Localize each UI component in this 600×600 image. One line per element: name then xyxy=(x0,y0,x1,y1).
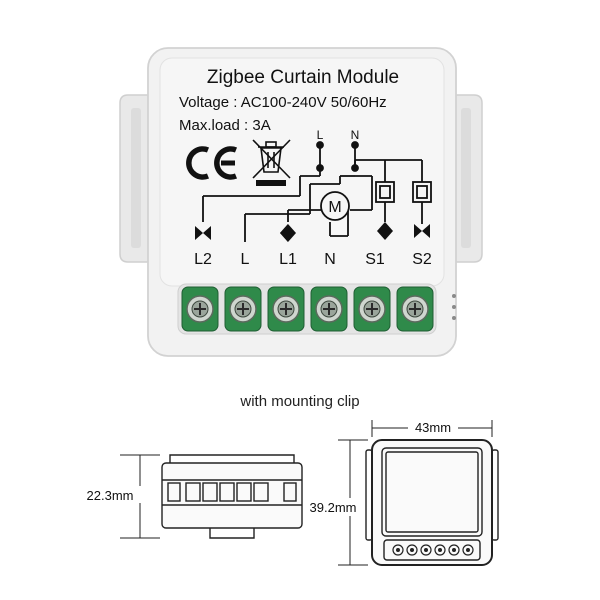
dim-width: 43mm xyxy=(415,420,451,435)
front-terminal xyxy=(462,544,474,556)
terminal-label-n: N xyxy=(324,251,336,268)
front-terminal-screw xyxy=(452,548,456,552)
top-terminal-n: N xyxy=(351,128,360,142)
terminal-label-l1: L1 xyxy=(279,251,297,268)
motor-symbol: M xyxy=(328,199,341,216)
terminal-label-s2: S2 xyxy=(412,251,432,268)
front-terminal xyxy=(406,544,418,556)
screw-terminals xyxy=(181,286,434,332)
front-terminal-screw xyxy=(396,548,400,552)
terminal-labels: L2 L L1 N S1 S2 xyxy=(194,251,432,268)
ce-mark-icon xyxy=(186,146,238,180)
terminal-label-s1: S1 xyxy=(365,251,385,268)
screw-terminal xyxy=(310,286,348,332)
dim-front-height: 39.2mm xyxy=(310,500,357,515)
front-terminal-screw xyxy=(438,548,442,552)
screw-terminal xyxy=(267,286,305,332)
terminal-label-l: L xyxy=(241,251,250,268)
screw-terminal xyxy=(353,286,391,332)
screw-terminal xyxy=(181,286,219,332)
front-terminal xyxy=(448,544,460,556)
voltage-label: Voltage : AC100-240V 50/60Hz xyxy=(179,94,387,111)
front-terminal-screw xyxy=(466,548,470,552)
dim-side-height: 22.3mm xyxy=(87,488,134,503)
front-terminal xyxy=(392,544,404,556)
screw-terminal xyxy=(396,286,434,332)
caption-mounting-clip: with mounting clip xyxy=(240,393,360,410)
max-load-label: Max.load : 3A xyxy=(179,117,271,134)
front-view-terminals xyxy=(392,544,474,556)
terminal-arrows xyxy=(195,222,430,242)
terminal-label-l2: L2 xyxy=(194,251,212,268)
screw-terminal xyxy=(224,286,262,332)
module-housing xyxy=(119,47,483,357)
side-view-drawing xyxy=(120,454,303,539)
front-terminal-screw xyxy=(410,548,414,552)
front-terminal-screw xyxy=(424,548,428,552)
module-title: Zigbee Curtain Module xyxy=(207,67,399,88)
front-terminal xyxy=(434,544,446,556)
wiring-diagram xyxy=(202,141,432,242)
weee-bin-icon xyxy=(252,139,291,186)
top-terminal-l: L xyxy=(317,128,324,142)
front-view-drawing xyxy=(338,420,499,566)
front-terminal xyxy=(420,544,432,556)
